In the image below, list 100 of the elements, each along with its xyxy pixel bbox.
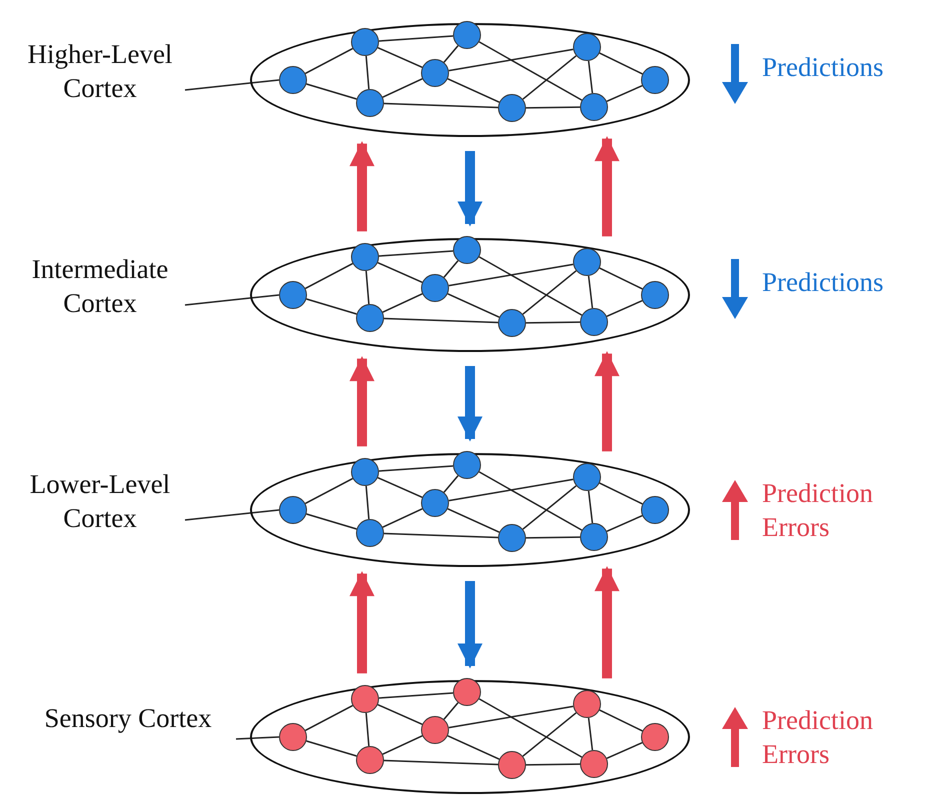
connection-line	[526, 321, 580, 324]
arrow	[458, 151, 482, 226]
layer-ellipse	[250, 238, 690, 352]
connection-line	[443, 475, 459, 493]
neuron-circle	[641, 281, 669, 309]
connection-line	[378, 704, 422, 726]
connection-line	[522, 712, 577, 757]
connection-line	[384, 318, 498, 324]
connection-line	[306, 298, 357, 315]
connection-line	[522, 55, 577, 100]
layer-label: Higher-Level Cortex	[15, 37, 185, 105]
connection-line	[588, 60, 594, 94]
connection-line	[599, 709, 643, 732]
neuron-circle	[351, 243, 379, 271]
connection-line	[447, 508, 500, 533]
neuron-circle	[421, 274, 449, 302]
layer-label: Sensory Cortex	[8, 701, 248, 735]
connection-line	[447, 735, 500, 760]
connection-line	[599, 267, 643, 290]
neuron-circle	[421, 59, 449, 87]
legend-label: Predictions	[762, 266, 884, 299]
connection-line	[447, 78, 500, 103]
neuron-circle	[498, 309, 526, 337]
connection-line	[448, 264, 574, 286]
leader-line	[184, 79, 280, 91]
connection-line	[382, 293, 423, 313]
neuron-circle	[356, 89, 384, 117]
connection-line	[305, 262, 353, 290]
neuron-circle	[356, 519, 384, 547]
neuron-circle	[580, 308, 608, 336]
neuron-circle	[356, 746, 384, 774]
connection-line	[522, 485, 577, 530]
connection-line	[478, 41, 582, 101]
connection-line	[365, 56, 370, 90]
neuron-circle	[453, 451, 481, 479]
connection-line	[526, 106, 580, 109]
connection-line	[378, 465, 454, 472]
connection-line	[526, 763, 580, 766]
connection-line	[447, 293, 500, 318]
neuron-circle	[453, 21, 481, 49]
connection-line	[306, 740, 357, 757]
connection-line	[443, 260, 459, 278]
connection-line	[306, 83, 357, 100]
neuron-circle	[573, 690, 601, 718]
neuron-circle	[573, 463, 601, 491]
connection-line	[443, 45, 459, 63]
connection-line	[378, 35, 454, 42]
neuron-circle	[356, 304, 384, 332]
neuron-circle	[498, 94, 526, 122]
connection-line	[384, 102, 498, 108]
neuron-circle	[279, 281, 307, 309]
neuron-circle	[641, 496, 669, 524]
connection-line	[305, 48, 353, 74]
neuron-circle	[498, 524, 526, 552]
arrow	[350, 141, 374, 232]
connection-line	[478, 471, 582, 531]
connection-line	[606, 84, 642, 102]
neuron-circle	[641, 723, 669, 751]
connection-line	[606, 300, 642, 318]
connection-line	[448, 478, 574, 502]
connection-line	[305, 704, 353, 732]
connection-line	[378, 692, 454, 699]
arrow	[350, 356, 374, 446]
legend-label: Prediction Errors	[762, 477, 874, 544]
arrow	[350, 571, 374, 674]
connection-line	[365, 486, 370, 520]
layer-ellipse	[250, 453, 690, 567]
connection-line	[382, 78, 423, 98]
connection-line	[443, 702, 459, 720]
connection-line	[606, 514, 642, 532]
legend-label: Prediction Errors	[762, 704, 874, 771]
neuron-circle	[453, 678, 481, 706]
connection-line	[305, 478, 353, 504]
neuron-circle	[580, 93, 608, 121]
neuron-circle	[580, 523, 608, 551]
connection-line	[384, 760, 498, 766]
neuron-circle	[279, 66, 307, 94]
connection-line	[599, 52, 643, 75]
connection-line	[378, 262, 422, 284]
neuron-circle	[498, 751, 526, 779]
connection-line	[365, 270, 370, 304]
neuron-circle	[351, 685, 379, 713]
arrow	[594, 136, 620, 236]
connection-line	[365, 712, 370, 746]
neuron-circle	[279, 723, 307, 751]
connection-line	[478, 256, 582, 316]
connection-line	[448, 48, 574, 72]
neuron-circle	[421, 489, 449, 517]
layer-label: Intermediate Cortex	[15, 252, 185, 320]
neuron-circle	[573, 248, 601, 276]
neuron-circle	[421, 716, 449, 744]
connection-line	[306, 513, 357, 530]
layer-label: Lower-Level Cortex	[15, 467, 185, 535]
connection-line	[588, 718, 594, 750]
arrow	[458, 581, 482, 668]
connection-line	[588, 490, 594, 524]
arrow	[594, 351, 620, 452]
neuron-circle	[580, 750, 608, 778]
connection-line	[606, 742, 642, 760]
arrow	[594, 566, 620, 678]
